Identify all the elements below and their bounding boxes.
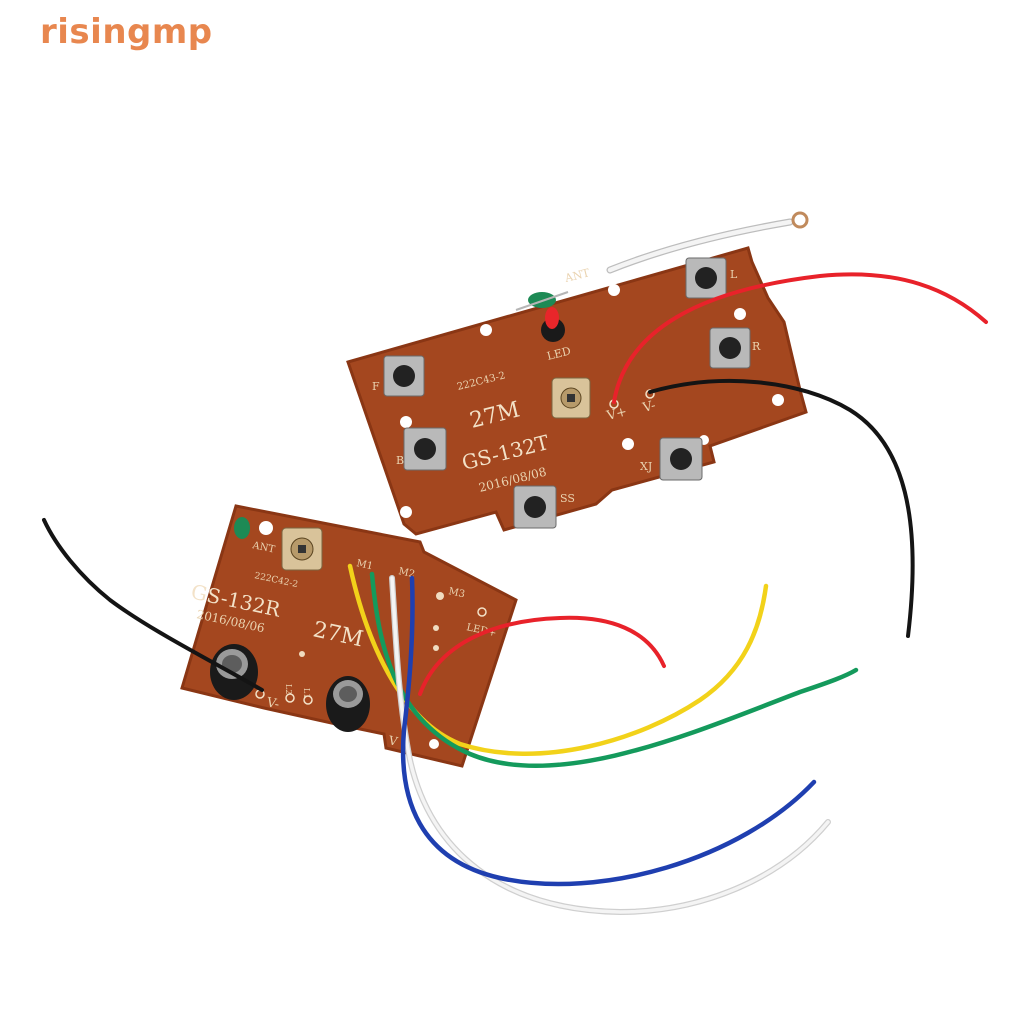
- receiver-label-m3: M3: [447, 586, 466, 600]
- receiver-label-ant: ANT: [250, 540, 276, 556]
- receiver-green-inductor: [234, 517, 250, 539]
- label-l: L: [730, 268, 738, 281]
- transmitter-board: 27M GS-132T 2016/08/08 222C43-2 ANT LED …: [346, 246, 808, 536]
- label-ant: ANT: [563, 266, 592, 285]
- label-f: F: [372, 380, 380, 393]
- receiver-label-l2: L2: [284, 684, 293, 694]
- button-ss: [513, 485, 557, 529]
- label-ss: SS: [560, 492, 575, 505]
- wire-red-receiver: [418, 615, 666, 696]
- wire-red-transmitter: [612, 272, 988, 404]
- label-b: B: [396, 454, 404, 467]
- brand-logo: risingmp: [40, 12, 213, 52]
- transmitter-wires: [606, 211, 988, 638]
- wire-blue: [400, 575, 817, 887]
- capacitor-2: [326, 676, 370, 732]
- green-inductor: [515, 291, 569, 311]
- button-f: [383, 355, 425, 397]
- led-component: [541, 307, 565, 342]
- receiver-label-m1: M1: [355, 558, 374, 572]
- wire-yellow: [347, 563, 769, 756]
- receiver-trim-coil: [281, 527, 323, 571]
- button-b: [403, 427, 447, 471]
- transmitter-trim-coil: [551, 377, 591, 419]
- label-led: LED: [546, 344, 573, 363]
- label-xj: XJ: [640, 460, 652, 473]
- receiver-label-l1: L1: [302, 688, 311, 698]
- button-r: [709, 327, 751, 369]
- receiver-label-v: V: [386, 733, 399, 749]
- wire-black-transmitter: [648, 379, 915, 638]
- receiver-label-vminus: V-: [264, 695, 280, 712]
- button-xj: [659, 437, 703, 481]
- label-vplus: V+: [604, 404, 628, 424]
- label-r: R: [752, 340, 761, 353]
- receiver-board: GS-132R 2016/08/06 27M 222C42-2 ANT M1 M…: [180, 504, 518, 768]
- receiver-pcb: [180, 504, 518, 768]
- button-l: [685, 257, 727, 299]
- wire-black-receiver: [42, 518, 264, 692]
- wire-green: [369, 571, 859, 769]
- antenna-ring-terminal: [791, 211, 809, 229]
- label-vminus: V-: [640, 398, 657, 416]
- receiver-wires: [42, 518, 859, 916]
